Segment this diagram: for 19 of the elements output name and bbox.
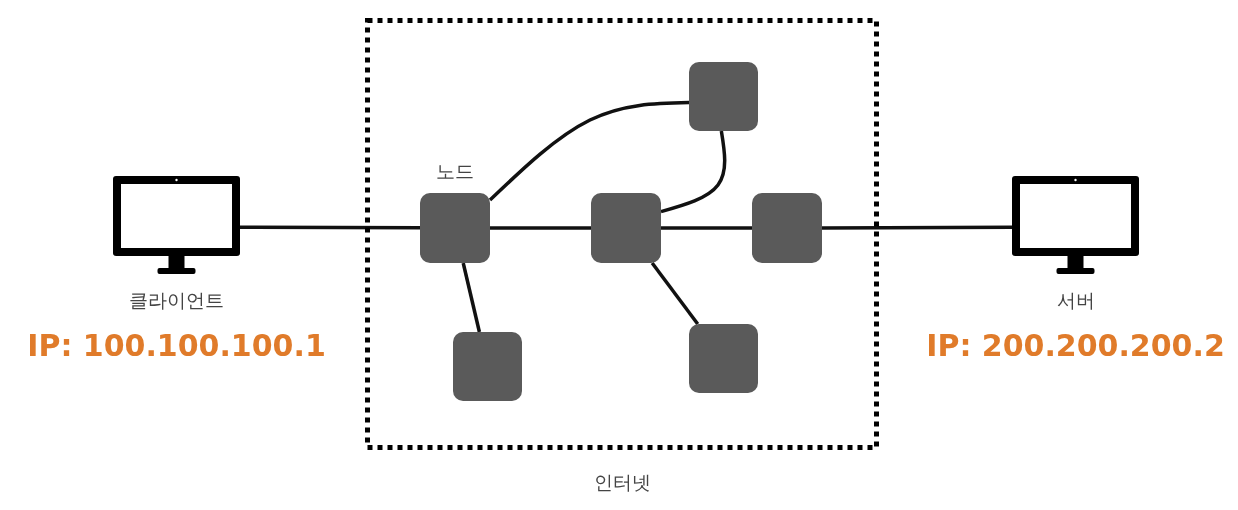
- network-node-box: [453, 332, 522, 401]
- network-link: [461, 262, 482, 333]
- network-link: [660, 130, 727, 214]
- device-label: 서버: [1056, 288, 1095, 313]
- network-link: [650, 261, 700, 326]
- network-node-box: [752, 193, 822, 263]
- device-label: 클라이언트: [129, 288, 224, 313]
- ip-address: IP: 200.200.200.2: [926, 328, 1225, 363]
- node-label: 노드: [436, 159, 474, 184]
- ip-address: IP: 100.100.100.1: [27, 328, 326, 363]
- network-link: [488, 100, 690, 202]
- network-link: [240, 225, 420, 230]
- network-link: [822, 225, 1012, 230]
- network-node-box: [591, 193, 661, 263]
- network-node-box: [689, 324, 758, 393]
- network-node-box: [689, 62, 758, 131]
- region-label: 인터넷: [593, 470, 651, 495]
- network-link: [661, 226, 752, 230]
- network-link: [490, 226, 591, 230]
